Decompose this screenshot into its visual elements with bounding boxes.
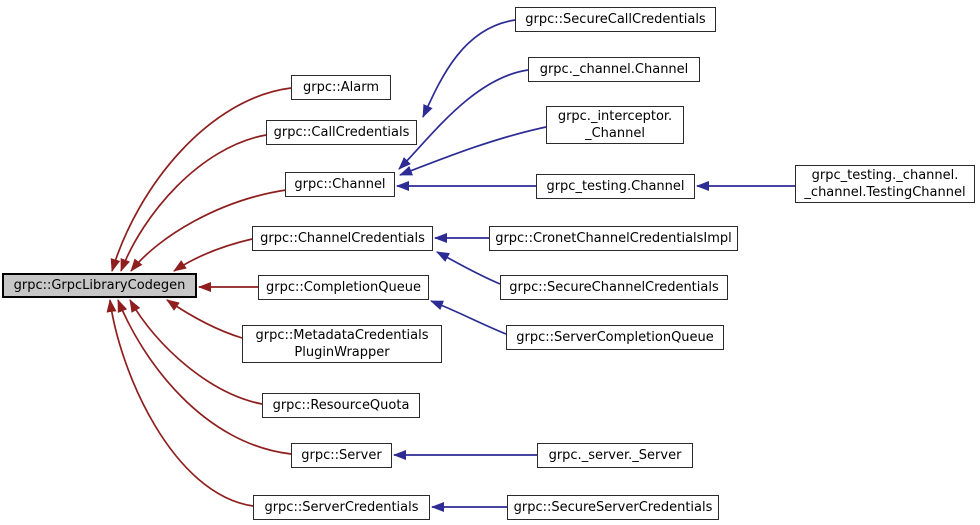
edge-grpc-channel-to-grpc-grpclibrarycodegen bbox=[130, 189, 287, 272]
edge-grpc-securechannelcredentials-to-grpc-channelcredentials bbox=[436, 251, 501, 285]
class-node-grpc-grpclibrarycodegen: grpc::GrpcLibraryCodegen bbox=[2, 273, 197, 298]
edge-grpc-servercredentials-to-grpc-grpclibrarycodegen bbox=[106, 299, 254, 507]
class-node-grpc-servercredentials[interactable]: grpc::ServerCredentials bbox=[253, 495, 430, 520]
class-node-grpc-testing-testingchannel[interactable]: grpc_testing._channel. _channel.TestingC… bbox=[795, 165, 975, 203]
edge-grpc-callcredentials-to-grpc-grpclibrarycodegen bbox=[120, 134, 267, 272]
class-node-grpc-completionqueue[interactable]: grpc::CompletionQueue bbox=[258, 275, 429, 300]
class-node-grpc-cronetchannelcredentialsimpl[interactable]: grpc::CronetChannelCredentialsImpl bbox=[489, 226, 738, 251]
edge-grpc-servercompletionqueue-to-grpc-completionqueue bbox=[430, 300, 507, 335]
class-node-grpc-server[interactable]: grpc::Server bbox=[291, 443, 392, 468]
class-node-grpc-channel-channel[interactable]: grpc._channel.Channel bbox=[528, 57, 700, 82]
class-node-grpc-server-server[interactable]: grpc._server._Server bbox=[537, 443, 693, 468]
class-node-grpc-servercompletionqueue[interactable]: grpc::ServerCompletionQueue bbox=[506, 325, 724, 350]
edges-group bbox=[106, 19, 795, 512]
class-node-grpc-alarm[interactable]: grpc::Alarm bbox=[291, 75, 391, 100]
edge-grpc-resourcequota-to-grpc-grpclibrarycodegen bbox=[129, 299, 263, 405]
class-node-grpc-metadatacredentialspluginwrapper[interactable]: grpc::MetadataCredentials PluginWrapper bbox=[242, 325, 442, 363]
class-node-grpc-securechannelcredentials[interactable]: grpc::SecureChannelCredentials bbox=[500, 275, 728, 300]
edge-grpc-metadatacredentialspluginwrapper-to-grpc-grpclibrarycodegen bbox=[166, 299, 243, 339]
class-node-grpc-channel[interactable]: grpc::Channel bbox=[285, 172, 395, 197]
edge-grpc-alarm-to-grpc-grpclibrarycodegen bbox=[110, 87, 292, 272]
edge-grpc-channelcredentials-to-grpc-grpclibrarycodegen bbox=[173, 238, 253, 272]
class-node-grpc-testing-channel[interactable]: grpc_testing.Channel bbox=[536, 174, 695, 199]
class-node-grpc-securecallcredentials[interactable]: grpc::SecureCallCredentials bbox=[515, 7, 716, 32]
class-node-grpc-secureservercredentials[interactable]: grpc::SecureServerCredentials bbox=[507, 495, 719, 520]
class-node-grpc-callcredentials[interactable]: grpc::CallCredentials bbox=[266, 120, 417, 145]
edge-grpc-channel-channel-to-grpc-channel bbox=[398, 69, 529, 170]
class-node-grpc-resourcequota[interactable]: grpc::ResourceQuota bbox=[262, 393, 420, 418]
class-node-grpc-channelcredentials[interactable]: grpc::ChannelCredentials bbox=[252, 226, 433, 251]
edge-grpc-server-to-grpc-grpclibrarycodegen bbox=[117, 299, 292, 455]
edge-grpc-securecallcredentials-to-grpc-callcredentials bbox=[422, 19, 516, 118]
edge-grpc-interceptor-channel-to-grpc-channel bbox=[399, 126, 547, 176]
class-node-grpc-interceptor-channel[interactable]: grpc._interceptor. _Channel bbox=[546, 106, 684, 144]
